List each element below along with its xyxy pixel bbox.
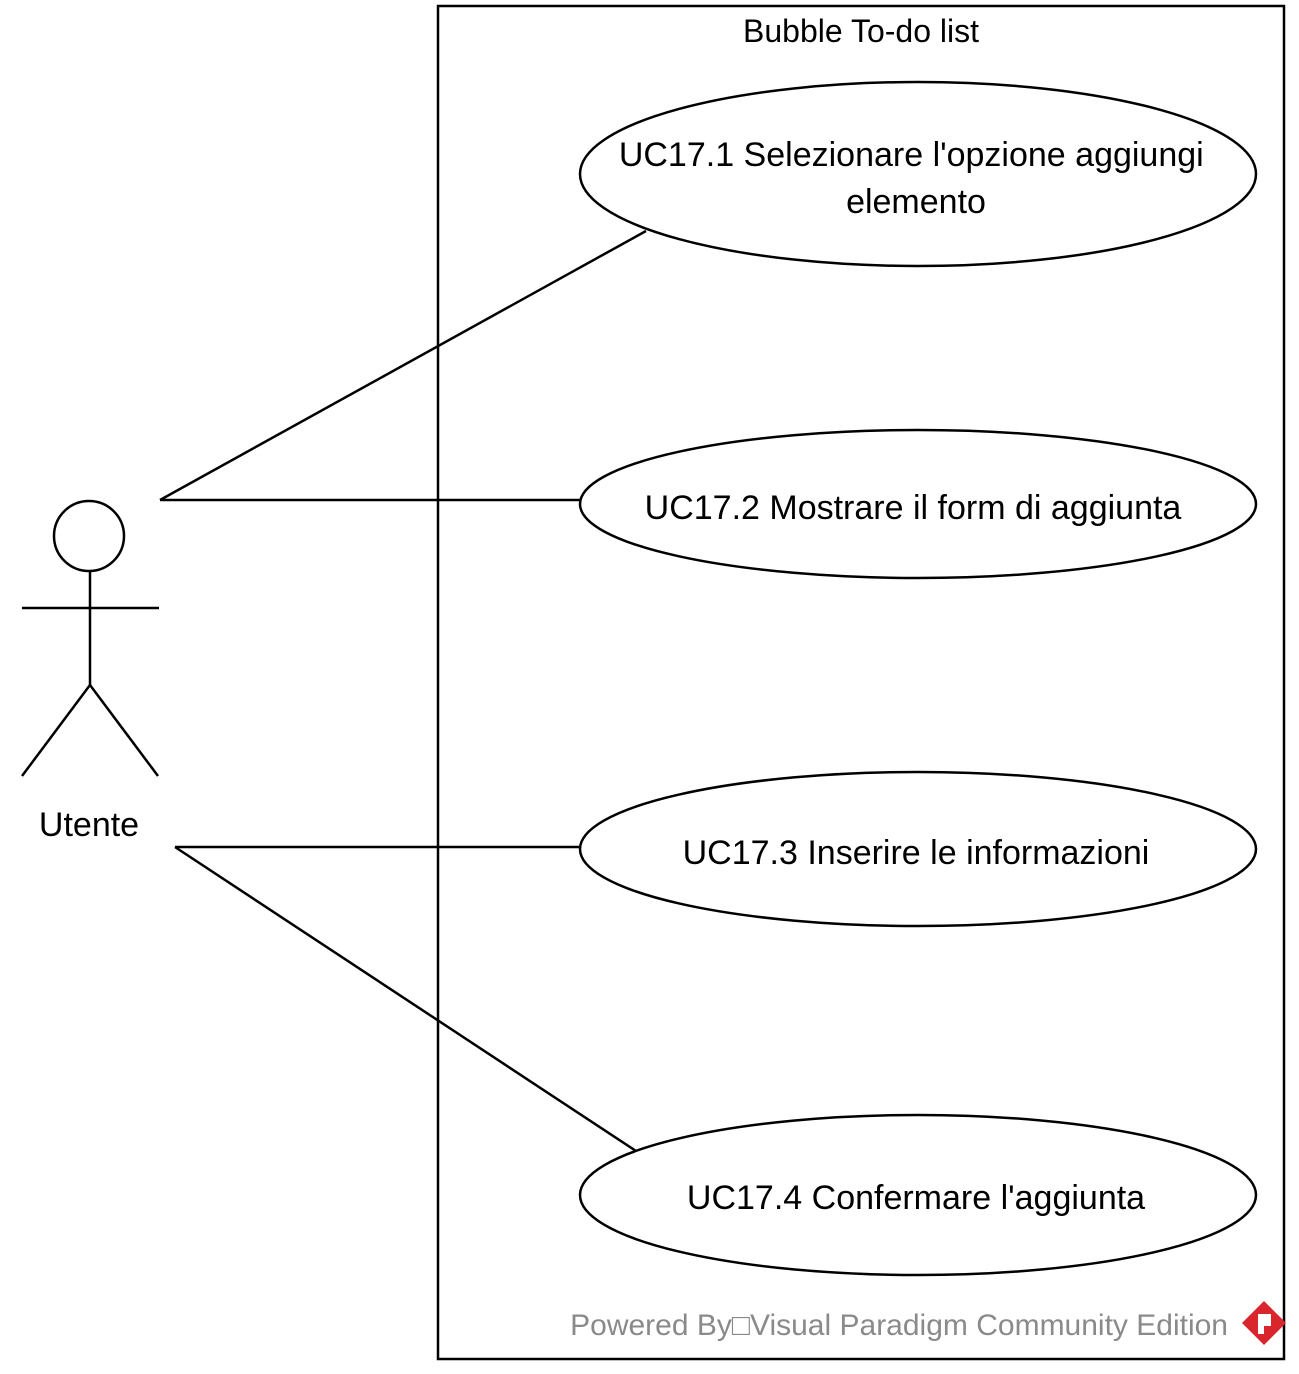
use-case-uc17-3[interactable]: UC17.3 Inserire le informazioni bbox=[578, 770, 1258, 928]
use-case-label: UC17.2 Mostrare il form di aggiunta bbox=[645, 489, 1182, 527]
use-case-uc17-4[interactable]: UC17.4 Confermare l'aggiunta bbox=[578, 1113, 1258, 1277]
system-title: Bubble To-do list bbox=[743, 13, 979, 49]
actor-right-leg bbox=[88, 684, 160, 777]
use-case-ellipse bbox=[578, 770, 1258, 928]
use-case-ellipse bbox=[578, 428, 1258, 580]
watermark-text: Powered By□Visual Paradigm Community Edi… bbox=[570, 1309, 1228, 1342]
use-case-label-line: UC17.2 Mostrare il form di aggiunta bbox=[645, 489, 1182, 527]
use-case-label-line: UC17.1 Selezionare l'opzione aggiungi bbox=[619, 136, 1204, 174]
actor-head bbox=[52, 499, 126, 573]
use-case-label: UC17.1 Selezionare l'opzione aggiungi el… bbox=[619, 136, 1213, 221]
use-case-label: UC17.3 Inserire le informazioni bbox=[683, 834, 1150, 872]
use-case-ellipse bbox=[578, 1113, 1258, 1277]
association-uc17-1 bbox=[159, 229, 647, 502]
use-case-label-line: UC17.4 Confermare l'aggiunta bbox=[687, 1179, 1145, 1217]
visual-paradigm-logo-icon bbox=[1242, 1301, 1286, 1345]
actor-label: Utente bbox=[39, 806, 139, 844]
use-case-label: UC17.4 Confermare l'aggiunta bbox=[687, 1179, 1145, 1217]
use-case-ellipse bbox=[578, 80, 1258, 268]
actor-left-leg bbox=[20, 684, 92, 777]
use-case-uc17-2[interactable]: UC17.2 Mostrare il form di aggiunta bbox=[578, 428, 1258, 580]
use-case-label-line: UC17.3 Inserire le informazioni bbox=[683, 834, 1150, 872]
use-case-uc17-1[interactable]: UC17.1 Selezionare l'opzione aggiungi el… bbox=[578, 80, 1258, 268]
association-uc17-4 bbox=[174, 845, 637, 1153]
use-case-label-line: elemento bbox=[846, 183, 986, 221]
system-boundary bbox=[436, 4, 1286, 1361]
actor-utente[interactable]: Utente bbox=[20, 499, 160, 844]
